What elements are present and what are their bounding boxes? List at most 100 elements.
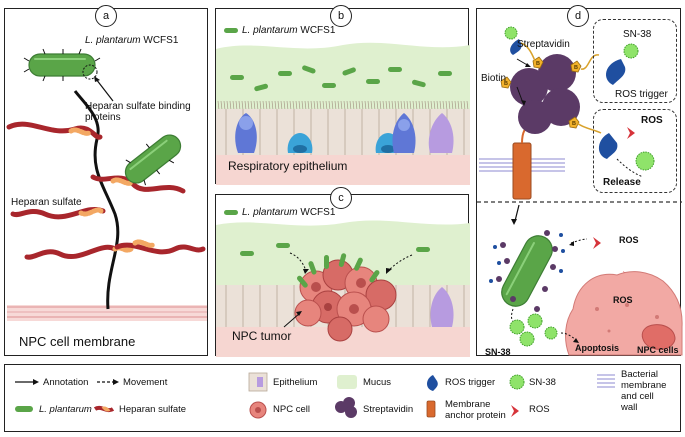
cilium — [451, 100, 454, 111]
cilium — [316, 100, 319, 111]
basal-cell-icon — [428, 113, 454, 153]
biotin-markers — [500, 56, 582, 129]
legend-annotation: Annotation — [43, 377, 89, 388]
streptavidin-icon — [510, 54, 580, 134]
legend-streptavidin: Streptavidin — [363, 404, 414, 415]
cilium — [406, 100, 409, 111]
cilium — [346, 100, 349, 111]
legend-movement: Movement — [123, 377, 168, 388]
panel-c: c L. plantarum WCFS1 NPC tumor — [215, 187, 470, 357]
cilium — [235, 100, 238, 111]
panel-c-legend-bacterium: L. plantarum WCFS1 — [224, 207, 335, 218]
cilium — [361, 100, 364, 111]
cilium — [364, 100, 367, 111]
cilium — [370, 100, 373, 111]
cilium — [352, 100, 355, 111]
biotin-label: Biotin — [481, 73, 507, 84]
cilium — [331, 100, 334, 111]
cilium — [289, 100, 292, 111]
cilium — [355, 100, 358, 111]
anchor-protein-icon — [512, 142, 532, 200]
cilium — [400, 100, 403, 111]
cilium — [259, 100, 262, 111]
mucus-layer — [216, 220, 470, 285]
cilium — [388, 100, 391, 111]
cilium — [418, 100, 421, 111]
sn38-trigger-complex — [606, 43, 639, 85]
biotin-letter-2: B — [574, 65, 578, 71]
cilium — [310, 100, 313, 111]
cilium — [304, 100, 307, 111]
cilium — [250, 100, 253, 111]
release-box — [593, 109, 677, 193]
legend-sn38: SN-38 — [529, 377, 556, 388]
bacterium-top-icon — [23, 48, 101, 82]
panel-b-badge: b — [330, 5, 352, 27]
legend-l-plantarum: L. plantarum — [39, 404, 92, 415]
cilium — [382, 100, 385, 111]
sn38-lower-icons — [509, 313, 558, 347]
cilium — [442, 100, 445, 111]
cilium — [424, 100, 427, 111]
ros-label-lower-2: ROS — [613, 295, 633, 305]
cilium — [445, 100, 448, 111]
cilium — [454, 100, 457, 111]
cilium — [217, 100, 220, 111]
npc-cells-label: NPC cells — [637, 345, 679, 355]
cilium — [415, 100, 418, 111]
heparan-chains — [6, 121, 206, 260]
cilium — [283, 100, 286, 111]
cilium — [220, 100, 223, 111]
npc-tumor-label: NPC tumor — [232, 329, 292, 343]
respiratory-epithelium-label: Respiratory epithelium — [228, 159, 348, 173]
panel-c-illustration — [216, 220, 470, 357]
panel-d-illustration: B B B B — [477, 26, 683, 356]
sn38-label-lower: SN-38 — [485, 347, 511, 357]
cilium — [403, 100, 406, 111]
legend-ros-trigger: ROS trigger — [445, 377, 496, 388]
cilium — [436, 100, 439, 111]
legend-epithelium: Epithelium — [273, 377, 318, 388]
cilium — [262, 100, 265, 111]
legend-ros: ROS — [529, 404, 550, 415]
cilium — [253, 100, 256, 111]
cilium — [325, 100, 328, 111]
cilium — [391, 100, 394, 111]
cilium — [307, 100, 310, 111]
cilium — [328, 100, 331, 111]
legend-mucus: Mucus — [363, 377, 391, 388]
cilium — [223, 100, 226, 111]
cilium — [466, 100, 469, 111]
biotin-letter-3: B — [504, 81, 508, 87]
release-label: Release — [603, 177, 641, 188]
bacterium-icon — [224, 209, 238, 215]
membrane-label: NPC cell membrane — [19, 334, 136, 349]
cilium — [265, 100, 268, 111]
panel-b: b L. plantarum WCFS1 Respiratory epithel… — [215, 5, 470, 185]
panel-a-illustration — [6, 48, 207, 321]
cilium — [271, 100, 274, 111]
cilium — [232, 100, 235, 111]
cilium — [280, 100, 283, 111]
cilium — [256, 100, 259, 111]
cilium — [241, 100, 244, 111]
bacterium-attached-icon — [124, 134, 182, 186]
cilium — [433, 100, 436, 111]
legend-bacterial-membrane: Bacterial membrane and cell wall — [621, 369, 667, 413]
legend-npc-cell: NPC cell — [273, 404, 310, 415]
cilium — [337, 100, 340, 111]
sn38-trigger-box — [593, 19, 677, 103]
mucus-bacteria — [230, 65, 452, 92]
panel-b-illustration — [216, 42, 470, 185]
cilium — [274, 100, 277, 111]
cilium — [295, 100, 298, 111]
npc-tumor — [294, 259, 397, 342]
apoptosis-label: Apoptosis — [575, 343, 619, 353]
ros-trigger-small-icon — [510, 39, 522, 55]
panel-c-badge: c — [330, 187, 352, 209]
cilium — [298, 100, 301, 111]
sn38-label: SN-38 — [623, 29, 652, 40]
proteoglycan-core — [73, 90, 120, 310]
sn38-top-left-icon — [504, 26, 518, 40]
cilium — [427, 100, 430, 111]
